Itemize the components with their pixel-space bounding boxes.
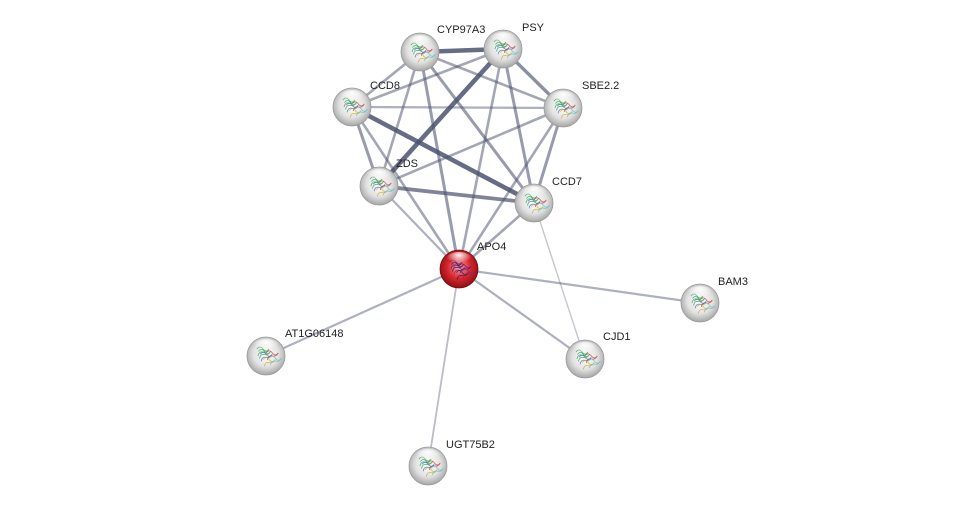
edge-psy-zds[interactable]: [376, 46, 506, 189]
edge-apo4-bam3[interactable]: [457, 267, 702, 305]
node-highlight: [549, 91, 577, 107]
edge-sbe2.2-zds[interactable]: [377, 106, 565, 188]
node-bam3[interactable]: BAM3: [680, 276, 748, 323]
node-label-at1g06148: AT1G06148: [285, 328, 344, 340]
node-ccd8[interactable]: CCD8: [332, 80, 400, 127]
edge-cyp97a3-zds[interactable]: [377, 50, 422, 188]
edge-sbe2.2-apo4[interactable]: [457, 106, 565, 271]
node-sbe2-2[interactable]: SBE2.2: [543, 80, 619, 128]
node-label-cyp97a3: CYP97A3: [437, 24, 485, 36]
node-highlight: [489, 32, 517, 48]
node-at1g06148[interactable]: AT1G06148: [246, 328, 344, 376]
edge-psy-ccd8[interactable]: [350, 47, 505, 109]
node-label-cjd1: CJD1: [603, 331, 631, 343]
node-highlight: [686, 286, 714, 302]
node-highlight: [520, 186, 548, 202]
edge-apo4-at1g06148[interactable]: [264, 267, 461, 358]
node-cjd1[interactable]: CJD1: [565, 331, 631, 379]
node-label-sbe2-2: SBE2.2: [582, 80, 619, 92]
node-highlight: [445, 252, 473, 268]
node-ugt75b2[interactable]: UGT75B2: [408, 439, 495, 486]
edges-layer: [264, 46, 702, 467]
node-ccd7[interactable]: CCD7: [514, 176, 582, 223]
node-label-apo4: APO4: [477, 241, 506, 253]
edge-apo4-ugt75b2[interactable]: [427, 268, 460, 467]
node-cyp97a3[interactable]: CYP97A3: [400, 24, 485, 72]
node-label-bam3: BAM3: [718, 276, 748, 288]
node-psy[interactable]: PSY: [483, 22, 545, 69]
node-highlight: [252, 339, 280, 355]
node-highlight: [338, 90, 366, 106]
edge-psy-apo4[interactable]: [457, 47, 505, 271]
edge-cyp97a3-ccd7[interactable]: [418, 50, 536, 205]
node-apo4[interactable]: APO4: [439, 241, 506, 289]
edge-ccd7-cjd1[interactable]: [533, 202, 586, 360]
node-label-zds: ZDS: [396, 158, 418, 170]
edge-cyp97a3-sbe2.2[interactable]: [418, 50, 565, 110]
node-highlight: [571, 342, 599, 358]
node-label-ugt75b2: UGT75B2: [446, 439, 495, 451]
edge-apo4-cjd1[interactable]: [457, 267, 587, 361]
node-label-psy: PSY: [522, 22, 545, 34]
edge-ccd8-ccd7[interactable]: [349, 104, 537, 206]
edge-ccd8-sbe2.2[interactable]: [350, 105, 565, 110]
node-highlight: [406, 35, 434, 51]
edge-zds-ccd7[interactable]: [377, 184, 536, 205]
node-highlight: [414, 449, 442, 465]
node-label-ccd7: CCD7: [552, 176, 582, 188]
node-label-ccd8: CCD8: [370, 80, 400, 92]
node-highlight: [365, 169, 393, 185]
node-zds[interactable]: ZDS: [359, 158, 418, 206]
